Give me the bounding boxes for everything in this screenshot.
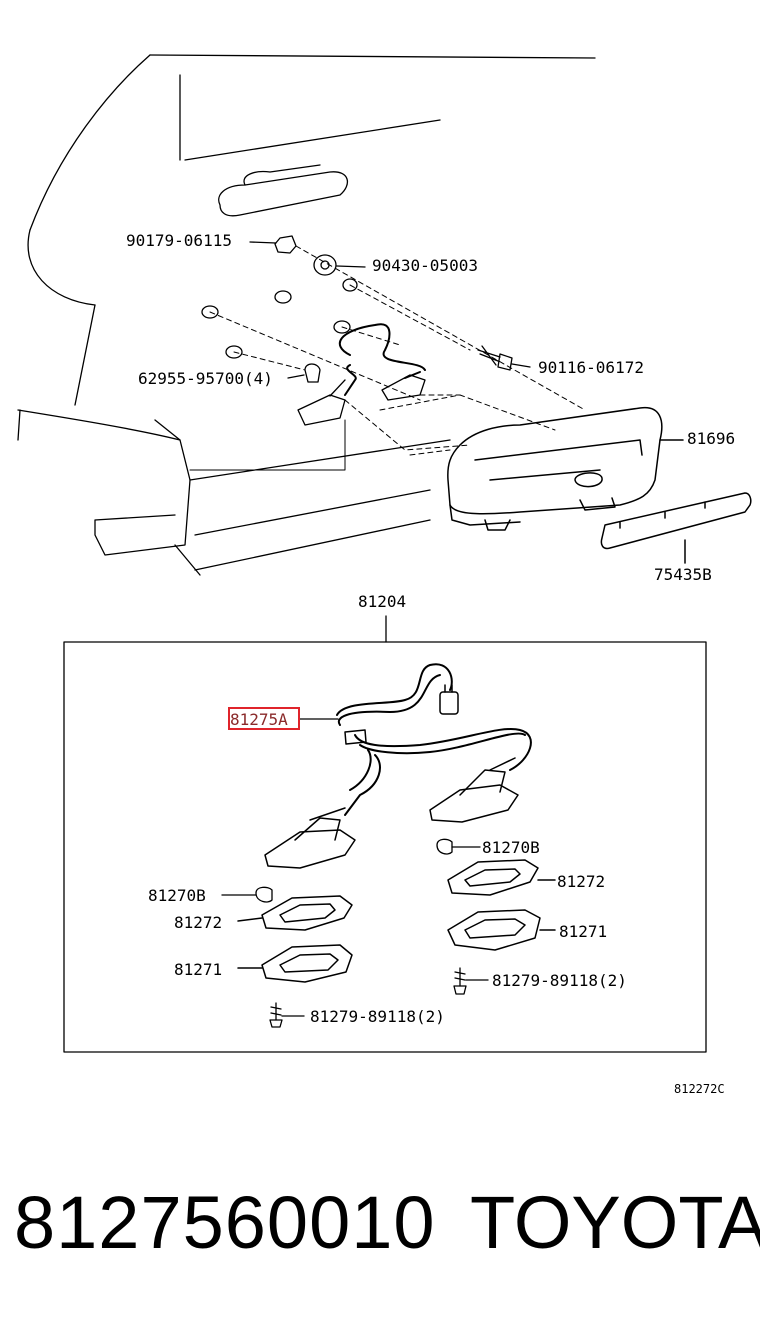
screw-left-icon xyxy=(269,1002,305,1028)
nut-icon xyxy=(249,235,297,254)
callout-bulb-right: 81270B xyxy=(482,838,540,857)
parts-diagram: 90179-06115 90430-05003 62955-95700(4) 9… xyxy=(17,54,752,1096)
bolt-icon xyxy=(477,345,531,371)
leader-clip xyxy=(189,419,346,471)
callout-wire: 81275A xyxy=(230,710,288,729)
gasket-left xyxy=(237,895,353,931)
license-garnish xyxy=(447,406,684,531)
callout-housing-left: 81271 xyxy=(174,960,222,979)
lamp-socket-lower-left xyxy=(264,807,356,869)
lamp-socket-upper-right xyxy=(381,374,426,401)
assembly-lines-upper xyxy=(209,245,586,456)
highlight-box xyxy=(228,707,300,730)
lamp-socket-lower-right xyxy=(429,757,519,823)
callout-screw-left: 81279-89118(2) xyxy=(310,1007,445,1026)
grommet-icon xyxy=(313,254,366,276)
housing-right xyxy=(447,909,556,951)
housing-left xyxy=(237,944,353,983)
lens-strip xyxy=(600,492,752,564)
callout-gasket-left: 81272 xyxy=(174,913,222,932)
wire-harness-lower xyxy=(336,663,532,816)
bulb-left-icon xyxy=(221,886,273,903)
clip-icon xyxy=(287,363,321,383)
callout-screw-right: 81279-89118(2) xyxy=(492,971,627,990)
brand-name: TOYOTA xyxy=(470,1181,760,1264)
vehicle-body-outline xyxy=(17,54,596,576)
wire-harness-upper xyxy=(338,323,426,396)
callout-clip: 62955-95700(4) xyxy=(138,369,273,388)
screw-right-icon xyxy=(453,967,489,995)
lamp-socket-upper-left xyxy=(297,379,346,426)
callout-garnish: 81696 xyxy=(687,429,735,448)
callout-grommet: 90430-05003 xyxy=(372,256,478,275)
callout-bolt: 90116-06172 xyxy=(538,358,644,377)
gasket-right xyxy=(447,859,556,896)
harness-connector xyxy=(344,684,459,745)
callout-nut: 90179-06115 xyxy=(126,231,232,250)
callout-assembly: 81204 xyxy=(358,592,406,611)
callout-housing-right: 81271 xyxy=(559,922,607,941)
part-number: 8127560010 xyxy=(14,1181,436,1264)
callout-bulb-left: 81270B xyxy=(148,886,206,905)
figure-code: 812272C xyxy=(674,1082,725,1096)
callout-gasket-right: 81272 xyxy=(557,872,605,891)
bulb-right-icon xyxy=(436,838,481,855)
callout-lens-strip: 75435B xyxy=(654,565,712,584)
assembly-frame xyxy=(63,641,707,1053)
